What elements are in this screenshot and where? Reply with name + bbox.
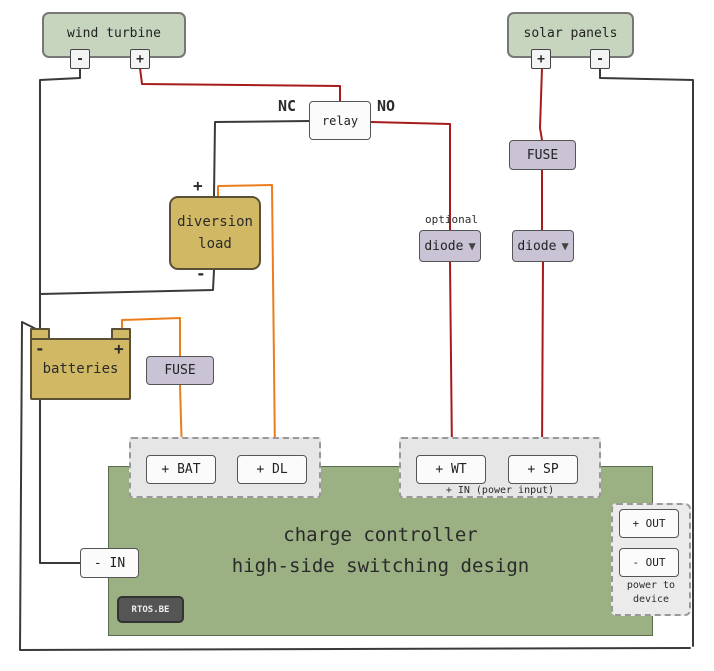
relay: relay xyxy=(309,101,371,140)
negative-wires xyxy=(19,67,694,651)
rtos-badge-label: RTOS.BE xyxy=(131,604,170,615)
terminal-plus-bat: + BAT xyxy=(146,455,216,484)
terminal-minus-in: - IN xyxy=(80,548,139,578)
wind-turbine: wind turbine xyxy=(42,12,186,58)
wire-relay-nc xyxy=(213,120,311,197)
terminal-minus-out: - OUT xyxy=(619,548,679,577)
wind-turbine-title: wind turbine xyxy=(67,26,161,41)
terminal-plus-wt: + WT xyxy=(416,455,486,484)
terminal-plus-bat-label: + BAT xyxy=(161,462,201,477)
wire-battery-minus xyxy=(19,321,691,651)
terminal-plus-dl-label: + DL xyxy=(256,462,288,477)
wire-solar-minus xyxy=(599,67,694,647)
solar-panels-plus-terminal: + xyxy=(531,49,551,69)
diode-wind: diode ▼ xyxy=(419,230,481,262)
wire-load-minus xyxy=(39,269,215,341)
solar-panels-title: solar panels xyxy=(523,26,618,41)
output-note-line2: device xyxy=(632,594,670,605)
diode-optional-note: optional xyxy=(425,213,478,226)
terminal-sign: + xyxy=(136,51,144,67)
wire-turbine-minus xyxy=(39,67,81,296)
diode-icon: ▼ xyxy=(561,239,569,253)
fuse-solar-label: FUSE xyxy=(526,147,559,163)
rtos-badge: RTOS.BE xyxy=(117,596,184,623)
terminal-plus-sp-label: + SP xyxy=(527,462,559,477)
wind-turbine-minus-terminal: - xyxy=(70,49,90,69)
diversion-load-line2: load xyxy=(198,236,232,252)
terminal-plus-sp: + SP xyxy=(508,455,578,484)
battery-plus-sign: + xyxy=(114,339,124,358)
wire-solar-fuse xyxy=(539,67,543,141)
terminal-minus-out-label: - OUT xyxy=(632,556,666,569)
diversion-load-minus: - xyxy=(196,264,206,283)
wire-in-minus xyxy=(39,339,81,564)
terminal-plus-out-label: + OUT xyxy=(632,517,666,530)
output-note-line1: power to xyxy=(626,580,676,591)
terminal-plus-dl: + DL xyxy=(237,455,307,484)
terminal-minus-in-label: - IN xyxy=(93,555,126,571)
diode-solar-label: diode xyxy=(517,238,557,254)
relay-no-label: NO xyxy=(377,97,396,115)
diversion-load: diversion load xyxy=(169,196,261,270)
terminal-plus-out: + OUT xyxy=(619,509,679,538)
wire-battery-plus xyxy=(121,317,181,357)
battery-minus-sign: - xyxy=(35,339,45,358)
terminal-sign: - xyxy=(596,51,604,67)
diode-wind-label: diode xyxy=(424,238,464,254)
solar-panels: solar panels xyxy=(507,12,634,58)
terminal-sign: - xyxy=(76,51,84,67)
diversion-load-plus: + xyxy=(193,176,203,195)
relay-nc-label: NC xyxy=(278,97,297,115)
terminal-plus-wt-label: + WT xyxy=(435,462,467,477)
diversion-load-line1: diversion xyxy=(177,214,253,230)
fuse-battery: FUSE xyxy=(146,356,214,385)
wire-diode-wt xyxy=(449,261,453,456)
wind-turbine-plus-terminal: + xyxy=(130,49,150,69)
relay-label: relay xyxy=(321,113,359,128)
diode-icon: ▼ xyxy=(468,239,476,253)
wire-relay-no xyxy=(369,121,451,231)
fuse-solar: FUSE xyxy=(509,140,576,170)
solar-panels-minus-terminal: - xyxy=(590,49,610,69)
fuse-battery-label: FUSE xyxy=(164,363,196,378)
batteries: batteries xyxy=(30,338,131,400)
controller-title-line2: high-side switching design xyxy=(231,555,530,577)
diode-solar: diode ▼ xyxy=(512,230,574,262)
power-input-note: + IN (power input) xyxy=(445,485,555,496)
positive-wires xyxy=(139,67,544,456)
wire-diode-sp xyxy=(541,261,544,456)
batteries-label: batteries xyxy=(42,361,119,377)
terminal-sign: + xyxy=(537,51,545,67)
wire-load-dl xyxy=(217,184,276,456)
wire-turbine-plus xyxy=(139,67,341,102)
controller-title-line1: charge controller xyxy=(283,524,478,546)
